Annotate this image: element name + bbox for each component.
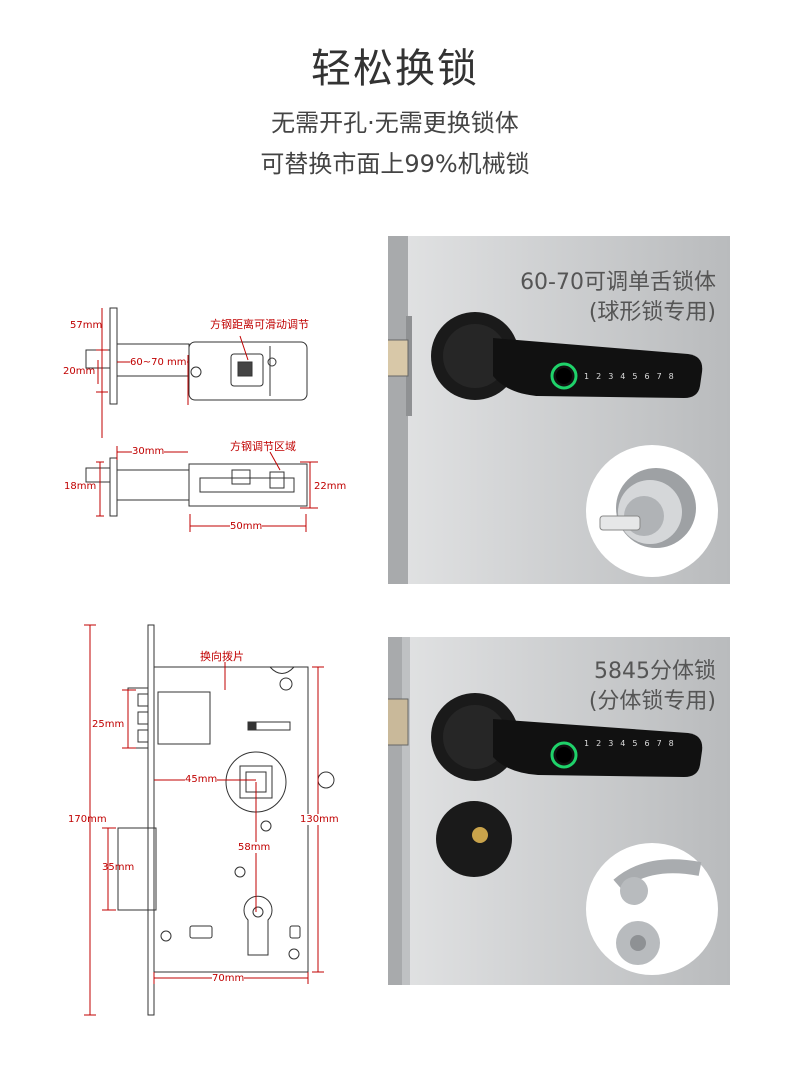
dim-70mm: 70mm	[212, 973, 245, 984]
dim-60-70mm: 60~70 mm	[130, 357, 187, 368]
key-2: 2	[596, 372, 609, 381]
page-title: 轻松换锁	[311, 46, 479, 92]
key-3: 3	[608, 372, 621, 381]
key-7: 7	[656, 372, 669, 381]
key-5: 5	[632, 739, 645, 748]
keypad-2: 12345678	[584, 739, 681, 748]
dim-170mm: 170mm	[68, 814, 107, 825]
dim-50mm: 50mm	[230, 521, 263, 532]
dim-25mm: 25mm	[92, 719, 125, 730]
dim-57mm: 57mm	[70, 320, 103, 331]
dim-30mm: 30mm	[132, 446, 165, 457]
key-4: 4	[620, 739, 633, 748]
key-4: 4	[620, 372, 633, 381]
key-6: 6	[644, 372, 657, 381]
subtitle-1: 无需开孔·无需更换锁体	[271, 109, 519, 137]
product-photo-1: 12345678 60-70可调单舌锁体 (球形锁专用)	[388, 236, 730, 584]
dim-35mm: 35mm	[102, 862, 135, 873]
key-7: 7	[656, 739, 669, 748]
caption-1b: (球形锁专用)	[588, 300, 716, 325]
dim-45mm: 45mm	[185, 774, 218, 785]
subtitle-2: 可替换市面上99%机械锁	[260, 150, 530, 178]
key-6: 6	[644, 739, 657, 748]
key-1: 1	[584, 739, 597, 748]
key-3: 3	[608, 739, 621, 748]
caption-2b: (分体锁专用)	[588, 689, 716, 714]
dim-20mm: 20mm	[63, 366, 96, 377]
key-8: 8	[668, 739, 681, 748]
key-2: 2	[596, 739, 609, 748]
keypad-1: 12345678	[584, 372, 681, 381]
key-5: 5	[632, 372, 645, 381]
callout-reverse-plate: 换向拨片	[200, 650, 244, 663]
lock-illustration-2	[388, 637, 730, 985]
key-1: 1	[584, 372, 597, 381]
product-photo-2: 12345678 5845分体锁 (分体锁专用)	[388, 637, 730, 985]
dim-130mm: 130mm	[300, 814, 339, 825]
key-8: 8	[668, 372, 681, 381]
caption-2a: 5845分体锁	[594, 659, 716, 684]
dim-22mm: 22mm	[314, 481, 347, 492]
dim-18mm: 18mm	[64, 481, 97, 492]
callout-adjust-zone: 方钢调节区域	[230, 440, 296, 453]
dim-58mm: 58mm	[238, 842, 271, 853]
callout-slide-adjust: 方钢距离可滑动调节	[210, 318, 309, 331]
caption-1a: 60-70可调单舌锁体	[520, 270, 716, 295]
